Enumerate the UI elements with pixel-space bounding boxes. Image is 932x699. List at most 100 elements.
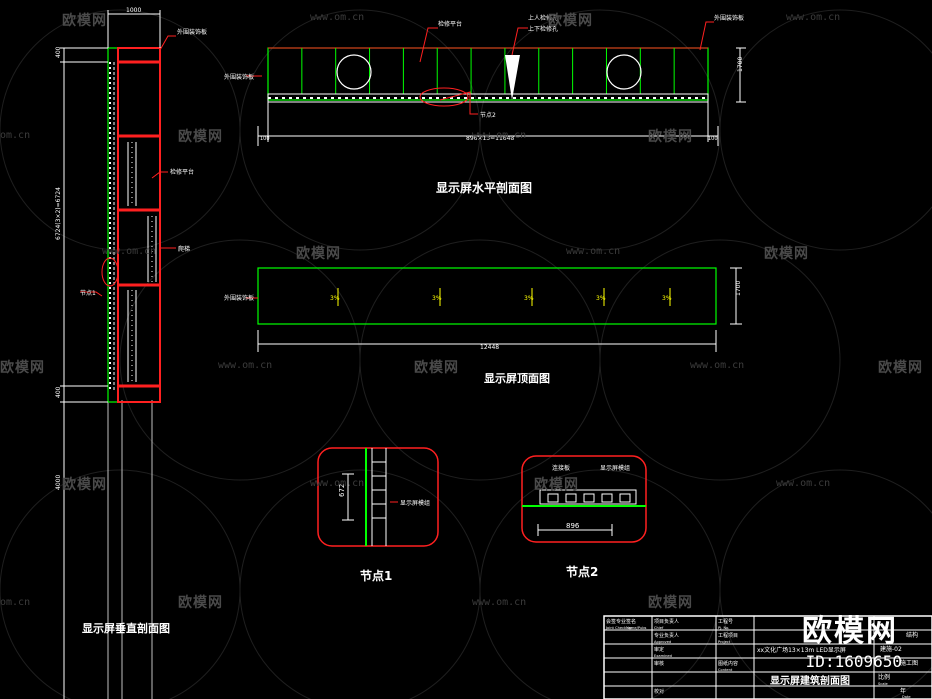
hs-label-outer: 外围装饰板 (224, 73, 254, 81)
vertical-section-view (60, 10, 176, 699)
watermark-url: www.om.cn (690, 360, 745, 371)
hs-label-door-sub: 上下检修孔 (528, 25, 558, 33)
n1-title: 节点1 (360, 568, 392, 583)
title-block-right-label: 施工图 (900, 659, 918, 667)
title-block-row-label: 校对 (654, 688, 664, 695)
title-block-row-label-en: Name/Pubs (626, 626, 646, 630)
vs-dim-left-2: 400 (55, 386, 62, 398)
watermark-brand: 欧模网 (178, 595, 223, 611)
n2-title: 节点2 (566, 564, 598, 579)
title-block-right-label: 建施-02 (880, 645, 902, 653)
vs-label-outer: 外围装饰板 (177, 28, 207, 36)
title-block-row-label: 会签专业 (606, 618, 626, 625)
n2-label-a: 连接板 (552, 464, 570, 472)
watermark-url: om.cn (0, 597, 31, 608)
vs-label-platform: 检修平台 (170, 168, 194, 176)
tv-title: 显示屏顶面图 (484, 372, 550, 385)
n1-label: 显示屏模组 (400, 499, 430, 507)
n2-label-b: 显示屏模组 (600, 464, 630, 472)
title-block-row-label: 图纸内容 (718, 660, 738, 667)
watermark-url: om.cn (0, 130, 31, 141)
watermark-url: www.om.cn (310, 12, 365, 23)
title-block-row-label-en: Joint Check up (605, 626, 633, 630)
hs-label-platform: 检修平台 (438, 20, 462, 28)
watermark-url: www.om.cn (310, 478, 365, 489)
watermark-url: www.om.cn (776, 478, 831, 489)
tb-title: 显示屏建筑剖面图 (770, 674, 850, 687)
hs-label-door: 上人检修孔 (528, 14, 558, 22)
brand-overlay-name: 欧模网 (802, 614, 898, 649)
title-block-right-label: 结构 (906, 631, 918, 639)
title-block-row-label-en: Pj. No. (718, 626, 729, 630)
hs-dim-left: 100 (260, 136, 270, 142)
title-block-row-label-en: Examined (654, 654, 672, 658)
title-block-row-label: 签名 (626, 618, 636, 625)
node1-detail (317, 447, 439, 547)
title-block-right-label-en: Scale (878, 682, 888, 686)
top-view (246, 267, 742, 352)
watermark-brand: 欧模网 (534, 477, 579, 493)
vs-label-node: 节点1 (80, 289, 96, 297)
watermark-url: www.om.cn (218, 360, 273, 371)
watermark-brand: 欧模网 (648, 595, 693, 611)
watermark-url: www.om.cn (786, 12, 841, 23)
n2-dim: 896 (566, 522, 580, 530)
watermark-brand: 欧模网 (0, 360, 45, 376)
title-block-row-label-en: Project (718, 640, 731, 644)
title-block-right-label: 年 (900, 687, 906, 695)
title-block-row-label: 审定 (654, 646, 664, 653)
hs-dim-right: 100 (708, 136, 718, 142)
n1-dim: 672 (338, 484, 346, 497)
watermark-brand: 欧模网 (414, 360, 459, 376)
watermark-brand: 欧模网 (548, 13, 593, 29)
vs-dim-top: 1000 (126, 7, 141, 14)
watermark-url: www.om.cn (566, 246, 621, 257)
horizontal-section-view (246, 21, 746, 146)
title-block-row-label-en: Approved (654, 640, 671, 644)
watermark-brand: 欧模网 (764, 246, 809, 262)
slope-label: 3% (330, 295, 340, 302)
brand-overlay-id: ID:1609650 (805, 652, 902, 671)
drawing-labels: 显示屏垂直剖面图 1000 400 6724(3×2)=6724 400 4000 外围装饰… (55, 7, 918, 699)
watermark-url: www.om.cn (472, 130, 527, 141)
watermark-brand: 欧模网 (648, 129, 693, 145)
hs-label-node: 节点2 (480, 111, 496, 119)
watermark-brand: 欧模网 (878, 360, 923, 376)
background-watermark-circles (0, 9, 932, 699)
title-block (603, 615, 932, 699)
hs-dim-total: 896×13=11648 (466, 135, 514, 142)
watermark-brand: 欧模网 (178, 129, 223, 145)
slope-label: 3% (524, 295, 534, 302)
hs-title: 显示屏水平剖面图 (436, 180, 532, 195)
title-block-right-label: 比例 (878, 673, 890, 681)
tb-project: xx文化广场13×13m LED显示屏 (757, 646, 846, 654)
watermark-url: www.om.cn (102, 246, 157, 257)
title-block-row-label-en: Chief (654, 626, 664, 630)
title-block-right-label-en: Date (902, 695, 911, 699)
title-block-row-label: 工程项目 (718, 632, 738, 639)
watermark-brand: 欧模网 (62, 477, 107, 493)
title-block-row-label-en: Content (718, 668, 733, 672)
slope-label: 3% (432, 295, 442, 302)
vs-label-ladder: 爬梯 (178, 245, 190, 253)
vs-title: 显示屏垂直剖面图 (82, 621, 170, 635)
node2-detail (521, 455, 647, 543)
hs-dim-height: 1700 (737, 57, 744, 72)
slope-label: 3% (662, 295, 672, 302)
vs-dim-left-1: 400 (55, 46, 62, 58)
tv-dim-height: 1700 (735, 281, 742, 296)
title-block-row-label: 工程号 (718, 618, 733, 625)
watermark-url: www.om.cn (472, 597, 527, 608)
title-block-row-label: 审核 (654, 660, 664, 667)
slope-label: 3% (596, 295, 606, 302)
watermark-brand: 欧模网 (62, 13, 107, 29)
title-block-row-label: 项目负责人 (654, 618, 679, 625)
vs-dim-left-bottom: 4000 (55, 475, 62, 490)
hs-label-outer-right: 外围装饰板 (714, 14, 744, 22)
tv-dim-total: 12448 (480, 344, 499, 351)
title-block-row-label: 专业负责人 (654, 632, 679, 639)
watermark-brand: 欧模网 (296, 246, 341, 262)
tv-label-left: 外围装饰板 (224, 294, 254, 302)
vs-dim-left-total: 6724(3×2)=6724 (55, 187, 62, 240)
